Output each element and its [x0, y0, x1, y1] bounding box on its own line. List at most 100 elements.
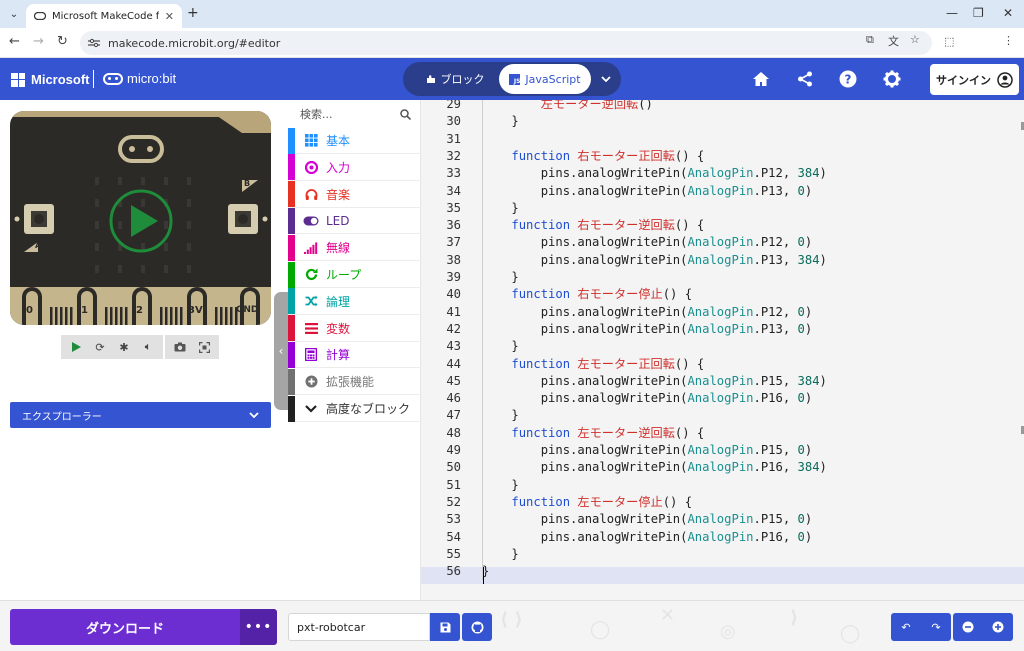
code-line: 53 pins.analogWritePin(AnalogPin.P15, 0)	[421, 511, 1024, 528]
code-token: )	[804, 529, 813, 544]
code-token: )	[804, 321, 813, 336]
toolbox-category-9[interactable]: 拡張機能	[288, 368, 421, 396]
line-text: }	[482, 200, 518, 217]
tab-close-icon[interactable]: ✕	[164, 9, 174, 23]
redo-button[interactable]: ↷	[921, 613, 951, 641]
help-icon[interactable]: ?	[838, 69, 858, 89]
code-token: function	[511, 425, 571, 440]
line-text: }	[482, 269, 518, 286]
fullscreen-icon[interactable]	[193, 336, 215, 358]
install-app-icon[interactable]: ⧉	[866, 33, 874, 46]
line-number: 48	[446, 425, 461, 440]
save-button[interactable]	[430, 613, 460, 641]
code-token: .P12,	[753, 166, 798, 181]
code-token: AnalogPin	[687, 252, 754, 267]
toolbox-category-1[interactable]: 入力	[288, 154, 421, 181]
line-number: 34	[446, 183, 461, 198]
address-bar[interactable]: makecode.microbit.org/#editor	[80, 31, 932, 55]
toolbox-search-input[interactable]: 検索...	[300, 108, 333, 121]
toolbox-category-3[interactable]: LED	[288, 207, 421, 235]
led-dot	[187, 243, 191, 251]
microbit-logo[interactable]: micro:bit	[103, 71, 176, 86]
pin-gnd-label: GND	[236, 305, 259, 315]
code-token: pins.analogWritePin(	[482, 304, 688, 319]
pin-2-label: 2	[136, 305, 143, 316]
toolbox-category-10[interactable]: 高度なブロック	[288, 395, 421, 422]
download-button[interactable]: ダウンロード	[10, 609, 240, 645]
toolbox-category-5[interactable]: ループ	[288, 261, 421, 288]
code-token: 左モーター停止	[577, 494, 663, 509]
button-b[interactable]	[228, 192, 258, 222]
blocks-editor-button[interactable]: ブロック	[413, 65, 497, 93]
led-dot	[164, 177, 168, 185]
restart-icon[interactable]: ⟳	[95, 340, 105, 354]
zoom-in-icon	[992, 621, 1004, 633]
code-token: pins.analogWritePin(	[482, 391, 688, 406]
simulator-collapse-handle[interactable]: ‹	[274, 292, 288, 410]
github-button[interactable]	[462, 613, 492, 641]
reload-icon[interactable]: ↻	[57, 34, 68, 49]
javascript-editor-button[interactable]: JS JavaScript	[499, 64, 591, 94]
line-number: 43	[446, 339, 461, 354]
code-token: 0	[797, 183, 805, 198]
bookmark-star-icon[interactable]: ☆	[910, 33, 920, 46]
screenshot-camera-icon[interactable]	[169, 336, 191, 358]
undo-button[interactable]: ↶	[891, 613, 921, 641]
brand-text: Microsoft	[31, 72, 90, 87]
line-number: 47	[446, 408, 461, 423]
language-dropdown-chevron-icon[interactable]	[593, 64, 619, 94]
restore-icon[interactable]: ❐	[973, 6, 984, 20]
browser-tab-active[interactable]: Microsoft MakeCode for micro:bit ✕	[26, 4, 182, 28]
explorer-toggle[interactable]: エクスプローラー	[10, 402, 271, 428]
browser-menu-icon[interactable]: ⋮	[1003, 34, 1014, 47]
toggle-icon	[299, 216, 323, 226]
forward-icon[interactable]: →	[33, 34, 44, 49]
line-text: pins.analogWritePin(AnalogPin.P12, 0)	[482, 234, 813, 251]
window-close-icon[interactable]: ✕	[1003, 6, 1014, 20]
calculator-icon	[299, 348, 323, 362]
code-token: AnalogPin	[687, 443, 754, 457]
code-token: )	[804, 512, 813, 527]
toolbox-category-6[interactable]: 論理	[288, 288, 421, 315]
tab-search-chevron-icon[interactable]: ⌄	[9, 8, 19, 20]
settings-gear-icon[interactable]	[882, 69, 902, 89]
new-tab-icon[interactable]: +	[187, 5, 199, 21]
toolbox-category-7[interactable]: 変数	[288, 315, 421, 342]
category-color-bar	[288, 341, 295, 368]
share-icon[interactable]	[795, 69, 815, 89]
current-line-highlight	[421, 567, 1024, 584]
code-token: () {	[662, 287, 693, 302]
code-token: function	[511, 218, 571, 233]
play-icon[interactable]	[65, 336, 87, 358]
toolbox-category-2[interactable]: 音楽	[288, 181, 421, 208]
extensions-icon[interactable]: ⬚	[944, 35, 955, 48]
toolbox-category-4[interactable]: 無線	[288, 234, 421, 262]
sim-control-group-2	[165, 335, 219, 359]
minimize-icon[interactable]: —	[946, 6, 958, 20]
pin-hole-inner	[244, 291, 256, 325]
microsoft-logo[interactable]: Microsoft	[11, 72, 90, 87]
led-dot	[141, 243, 145, 251]
translate-icon[interactable]: 文	[888, 35, 899, 48]
signin-button[interactable]: サインイン	[930, 64, 1019, 95]
edge-pin	[105, 307, 108, 325]
debug-bug-icon[interactable]: ✱	[119, 340, 129, 354]
line-text: pins.analogWritePin(AnalogPin.P15, 0)	[482, 442, 813, 459]
code-token: 0	[797, 391, 805, 406]
zoom-in-button[interactable]	[983, 613, 1013, 641]
toolbox-search[interactable]: 検索...	[288, 100, 421, 128]
editor-toggle: ブロック JS JavaScript	[403, 62, 621, 96]
back-icon[interactable]: ←	[9, 34, 20, 49]
toolbox-category-0[interactable]: 基本	[288, 127, 421, 154]
zoom-out-button[interactable]	[953, 613, 983, 641]
button-a[interactable]	[24, 192, 54, 222]
project-name-input[interactable]	[288, 613, 430, 641]
code-token: }	[482, 408, 519, 423]
simulator-play-overlay[interactable]	[111, 191, 171, 251]
home-icon[interactable]	[751, 69, 771, 89]
download-more-button[interactable]: •••	[240, 609, 277, 645]
mute-speaker-icon[interactable]: 🔈︎	[144, 340, 152, 353]
site-settings-icon[interactable]	[88, 38, 100, 48]
toolbox-category-8[interactable]: 計算	[288, 341, 421, 369]
